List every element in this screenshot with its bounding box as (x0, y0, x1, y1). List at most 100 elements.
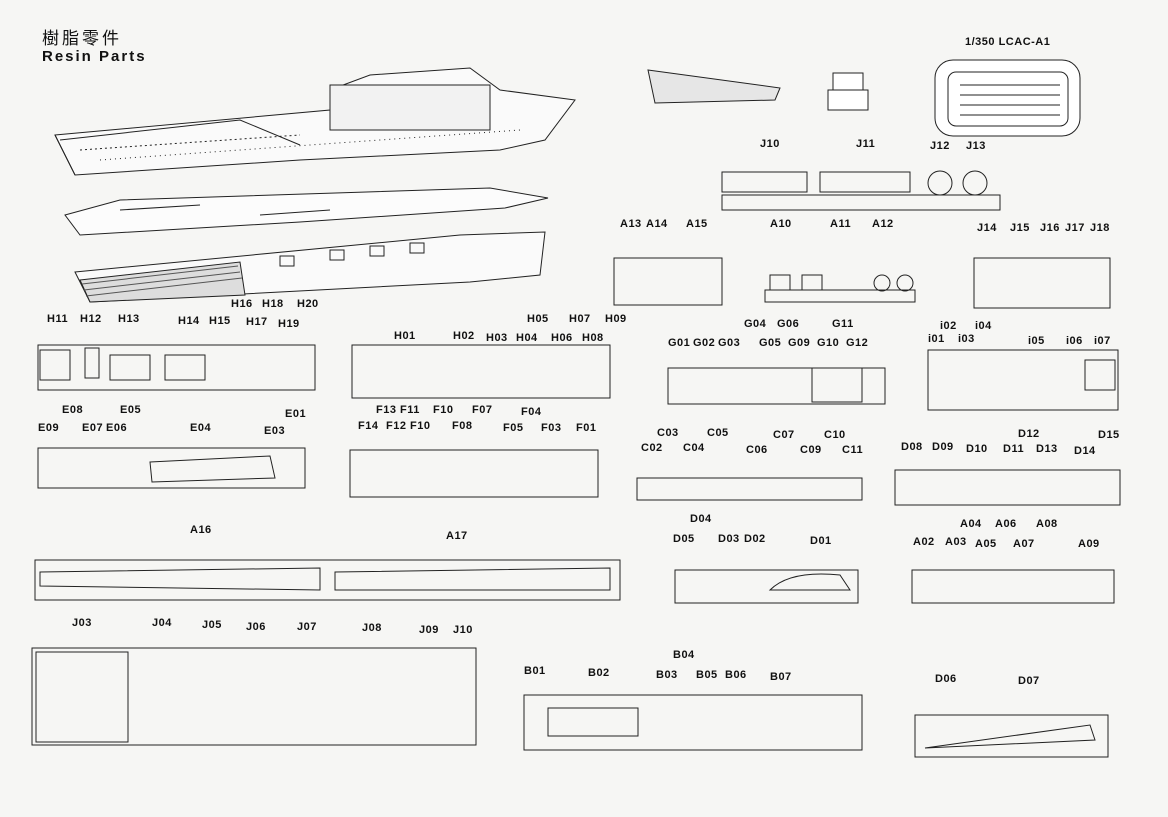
part-label: J16 (1040, 222, 1060, 234)
part-label: E07 (82, 422, 104, 434)
part-label: H01 (394, 330, 416, 342)
title-english: Resin Parts (42, 48, 147, 65)
part-label: H12 (80, 313, 102, 325)
part-label: E01 (285, 408, 307, 420)
part-label: F04 (521, 406, 542, 418)
part-label: G11 (832, 318, 854, 330)
part-label: J07 (297, 621, 317, 633)
sprue-d01-d05 (674, 569, 859, 604)
part-label: C06 (746, 444, 768, 456)
part-label: A12 (872, 218, 894, 230)
part-label: C09 (800, 444, 822, 456)
part-label: G02 (693, 337, 716, 349)
part-label: F11 (400, 404, 420, 416)
part-label: A04 (960, 518, 982, 530)
small-box-part (827, 72, 869, 111)
part-label: F12 (386, 420, 407, 432)
part-label: A06 (995, 518, 1017, 530)
sprue-a10-a12 (764, 274, 916, 303)
part-label: J12 (930, 140, 950, 152)
part-label: A10 (770, 218, 792, 230)
part-label: H16 (231, 298, 253, 310)
sprue-i01-i07 (927, 349, 1119, 411)
part-label: H04 (516, 332, 538, 344)
sprue-d08-d15 (894, 469, 1121, 506)
sprue-e01-e09 (37, 447, 306, 489)
sprue-f01-f14 (349, 449, 599, 498)
sprue-b01-b07 (523, 694, 863, 751)
part-label: J11 (856, 138, 876, 150)
part-label: A14 (646, 218, 668, 230)
part-label: F13 (376, 404, 397, 416)
part-label: H11 (47, 313, 69, 325)
part-label: H14 (178, 315, 200, 327)
part-label: D07 (1018, 675, 1040, 687)
part-label: D11 (1003, 443, 1025, 455)
sprue-h01-h09 (351, 344, 611, 399)
part-label: C04 (683, 442, 705, 454)
part-label: J17 (1065, 222, 1085, 234)
part-label: J05 (202, 619, 222, 631)
sprue-d06-d07 (914, 714, 1109, 758)
part-label: C07 (773, 429, 795, 441)
part-label: E05 (120, 404, 142, 416)
part-label: F01 (576, 422, 597, 434)
sprue-g01-g12 (667, 367, 886, 405)
ship-hull-drawing (54, 67, 576, 176)
part-label: D12 (1018, 428, 1040, 440)
part-label: H05 (527, 313, 549, 325)
part-label: J06 (246, 621, 266, 633)
part-label: C11 (842, 444, 864, 456)
part-label: E06 (106, 422, 128, 434)
part-label: G03 (718, 337, 741, 349)
part-label: E09 (38, 422, 60, 434)
part-label: J10 (453, 624, 473, 636)
part-label: i05 (1028, 335, 1045, 347)
part-label: F10 (433, 404, 454, 416)
part-label: D10 (966, 443, 988, 455)
part-label: A09 (1078, 538, 1100, 550)
part-label: D13 (1036, 443, 1058, 455)
part-label: H03 (486, 332, 508, 344)
part-label: i07 (1094, 335, 1111, 347)
part-label: D08 (901, 441, 923, 453)
flight-deck-drawing (64, 187, 549, 236)
part-label: G10 (817, 337, 840, 349)
part-label: E08 (62, 404, 84, 416)
part-label: A11 (830, 218, 852, 230)
part-label: i01 (928, 333, 945, 345)
part-label: B01 (524, 665, 546, 677)
part-label: G06 (777, 318, 800, 330)
part-label: A02 (913, 536, 935, 548)
part-label: A03 (945, 536, 967, 548)
part-label: F07 (472, 404, 493, 416)
part-label: H06 (551, 332, 573, 344)
part-label: H15 (209, 315, 231, 327)
part-label: H13 (118, 313, 140, 325)
part-label: J10 (760, 138, 780, 150)
part-label: J13 (966, 140, 986, 152)
part-label: D15 (1098, 429, 1120, 441)
part-label: E03 (264, 425, 286, 437)
part-label: F08 (452, 420, 473, 432)
part-label: C02 (641, 442, 663, 454)
part-label: E04 (190, 422, 212, 434)
part-label: H18 (262, 298, 284, 310)
part-label: J18 (1090, 222, 1110, 234)
part-label: C03 (657, 427, 679, 439)
part-label: A15 (686, 218, 708, 230)
ramp-part (647, 69, 781, 104)
title-chinese: 樹脂零件 (42, 29, 122, 49)
sprue-a16-a17 (34, 559, 621, 601)
part-label: B04 (673, 649, 695, 661)
part-label: J08 (362, 622, 382, 634)
part-label: A16 (190, 524, 212, 536)
sprue-j10-j13 (721, 170, 1001, 211)
part-label: D03 (718, 533, 740, 545)
part-label: G05 (759, 337, 782, 349)
part-label: H19 (278, 318, 300, 330)
part-label: B06 (725, 669, 747, 681)
part-label: i04 (975, 320, 992, 332)
part-label: A08 (1036, 518, 1058, 530)
